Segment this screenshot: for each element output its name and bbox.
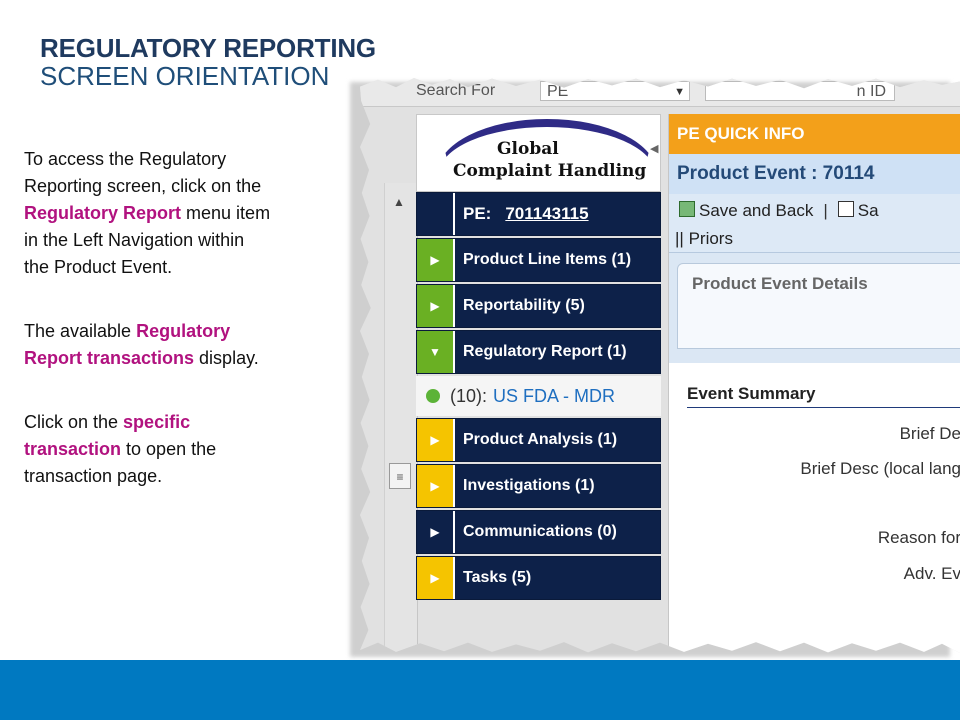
scroll-up-icon[interactable]: ▲ [393,195,405,209]
p3-highlight: specific transaction [24,412,191,459]
product-event-title: Product Event : 70114 [669,154,960,194]
nav-item-product-analysis[interactable]: ▶ Product Analysis (1) [416,418,661,462]
logo-text-line1: Global [497,139,559,159]
nav-pe-id[interactable]: PE: 701143115 [416,192,661,236]
toolbar-divider: | [823,201,828,220]
priors-label: Priors [688,229,733,248]
save-button[interactable]: Sa [837,201,879,220]
nav-pe-label: PE: 701143115 [455,193,660,235]
tab-product-event-details[interactable]: Product Event Details [677,263,960,349]
priors-icon: || [675,229,689,248]
nav-item-reportability[interactable]: ▶ Reportability (5) [416,284,661,328]
expand-arrow-icon[interactable]: ▶ [417,419,455,461]
instruction-text: To access the Regulatory Reporting scree… [24,146,274,527]
app-screenshot: Search For PE▼ n ID ▲ ≡ Global Complaint… [360,78,960,653]
p3-text-a: Click on the [24,412,124,432]
pe-prefix: PE: [463,204,492,223]
logo-text-line2: Complaint Handling [453,161,647,181]
nav-item-product-line-items[interactable]: ▶ Product Line Items (1) [416,238,661,282]
save-and-back-label: Save and Back [699,201,814,220]
nav-item-tasks[interactable]: ▶ Tasks (5) [416,556,661,600]
field-label-adv-event: Adv. Ev [903,564,960,583]
p1-text-a: To access the Regulatory Reporting scree… [24,149,262,196]
nav-item-label: Product Analysis (1) [463,431,618,448]
field-label-brief-desc: Brief De [899,424,960,443]
field-label-brief-desc-local: Brief Desc (local lang [800,459,960,478]
expand-arrow-icon[interactable]: ▶ [417,239,455,281]
p2-highlight: Regulatory Report transactions [24,321,231,368]
footer-bar [0,660,960,720]
expand-arrow-icon[interactable]: ▶ [417,465,455,507]
p2-text-b: display. [194,348,259,368]
search-label: Search For [416,82,496,99]
expand-arrow-icon[interactable]: ▶ [417,511,455,553]
nav-item-regulatory-report[interactable]: ▼ Regulatory Report (1) [416,330,661,374]
save-and-back-button[interactable]: Save and Back [679,201,813,220]
event-summary-heading: Event Summary [687,384,960,408]
pe-id-link[interactable]: 701143115 [505,204,589,223]
collapse-arrow-icon[interactable]: ▼ [417,331,455,373]
instruction-paragraph-2: The available Regulatory Report transact… [24,318,274,372]
nav-item-label: Regulatory Report (1) [463,343,627,360]
instruction-paragraph-1: To access the Regulatory Reporting scree… [24,146,274,281]
app-logo: Global Complaint Handling [416,114,661,192]
save-icon [837,201,854,217]
main-content: PE QUICK INFO Product Event : 70114 Save… [668,114,960,653]
slide-title: REGULATORY REPORTING [40,33,376,63]
logo-arc-icon [437,119,657,191]
toolbar-row-1: Save and Back | Sa [679,201,879,221]
save-label: Sa [857,201,879,220]
field-label-reason: Reason for [877,528,960,547]
nav-item-label: Product Line Items (1) [463,251,632,268]
p3-text-b: to open the transaction page. [24,439,217,486]
expand-arrow-icon[interactable]: ▶ [417,285,455,327]
nav-item-label: Reportability (5) [463,297,585,314]
transaction-count: (10): [450,385,488,406]
nav-item-investigations[interactable]: ▶ Investigations (1) [416,464,661,508]
collapse-nav-icon[interactable]: ◀ [650,143,659,155]
scroll-handle-icon[interactable]: ≡ [389,463,411,489]
p1-highlight: Regulatory Report [24,203,182,223]
details-band: Product Event Details [669,253,960,363]
nav-item-label: Investigations (1) [463,477,595,494]
search-id-label: n ID [856,83,886,100]
nav-item-label: Tasks (5) [463,569,532,586]
transaction-link[interactable]: US FDA - MDR [493,385,616,406]
instruction-paragraph-3: Click on the specific transaction to ope… [24,409,274,490]
save-back-icon [679,201,695,217]
priors-button[interactable]: || Priors [675,229,733,249]
nav-marker [417,193,455,235]
status-dot-icon [426,389,440,403]
scrollbar[interactable]: ▲ ≡ [384,183,418,653]
search-id-field[interactable]: n ID [705,81,895,101]
slide-subtitle: SCREEN ORIENTATION [40,61,330,91]
left-navigation: PE: 701143115 ▶ Product Line Items (1) ▶ … [416,192,661,602]
quick-info-header[interactable]: PE QUICK INFO [669,114,960,154]
action-toolbar: Save and Back | Sa || Priors [669,194,960,253]
p1-text-b: menu item in the Left Navigation within … [24,203,271,277]
expand-arrow-icon[interactable]: ▶ [417,557,455,599]
nav-item-label: Communications (0) [463,523,617,540]
nav-item-communications[interactable]: ▶ Communications (0) [416,510,661,554]
p2-text-a: The available [24,321,137,341]
regulatory-report-transaction[interactable]: (10): US FDA - MDR [416,376,661,416]
chevron-down-icon: ▼ [674,86,685,98]
